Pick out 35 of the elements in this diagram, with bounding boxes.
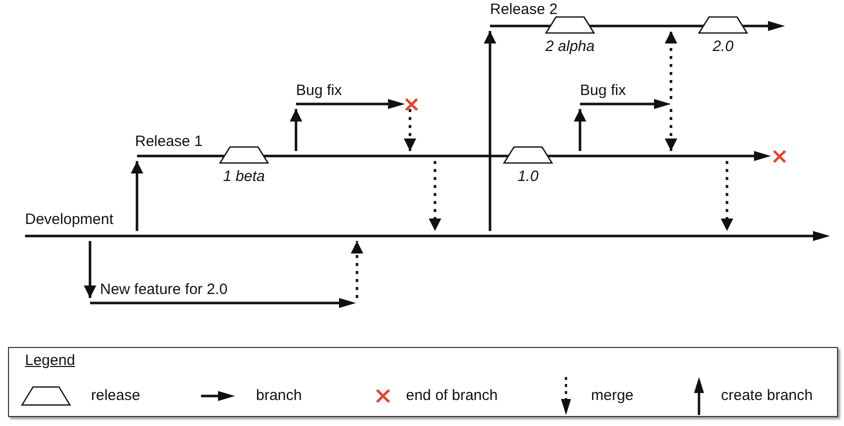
release-marker: [503, 146, 553, 164]
branch-timeline: [296, 99, 405, 109]
dashed-arrow: [404, 109, 416, 151]
branch-timeline: [25, 231, 830, 241]
legend-label: release: [91, 387, 140, 405]
dashed-arrow: [664, 31, 678, 99]
legend-label: merge: [591, 387, 634, 405]
branch-timeline: [580, 99, 671, 109]
branch-timeline: [90, 298, 356, 308]
legend-label: create branch: [721, 387, 813, 405]
branch-label: Bug fix: [296, 82, 342, 100]
dashed-arrow: [664, 109, 678, 151]
release-label: 1.0: [518, 168, 538, 185]
arrow: [130, 161, 144, 231]
arrow: [574, 109, 586, 151]
legend-label: branch: [256, 387, 302, 405]
release-label: 2 alpha: [545, 38, 595, 55]
branch-label: Development: [25, 211, 114, 229]
release-marker: [545, 16, 595, 34]
dashed-arrow: [428, 161, 442, 231]
arrow: [84, 241, 96, 298]
release-label: 1 beta: [223, 168, 265, 185]
arrow: [290, 109, 302, 151]
release-label: 2.0: [712, 38, 734, 55]
dashed-arrow: [350, 241, 364, 298]
branch-label: Release 1: [135, 133, 203, 151]
branch-label: Release 2: [490, 1, 558, 19]
release-marker: [219, 146, 269, 164]
dashed-arrow: [720, 161, 734, 231]
branch-label: Bug fix: [580, 82, 626, 100]
branch-label: New feature for 2.0: [100, 281, 228, 299]
legend-title: Legend: [25, 352, 76, 370]
release-marker: [698, 16, 748, 34]
legend-label: end of branch: [406, 387, 498, 405]
arrow: [484, 31, 496, 231]
